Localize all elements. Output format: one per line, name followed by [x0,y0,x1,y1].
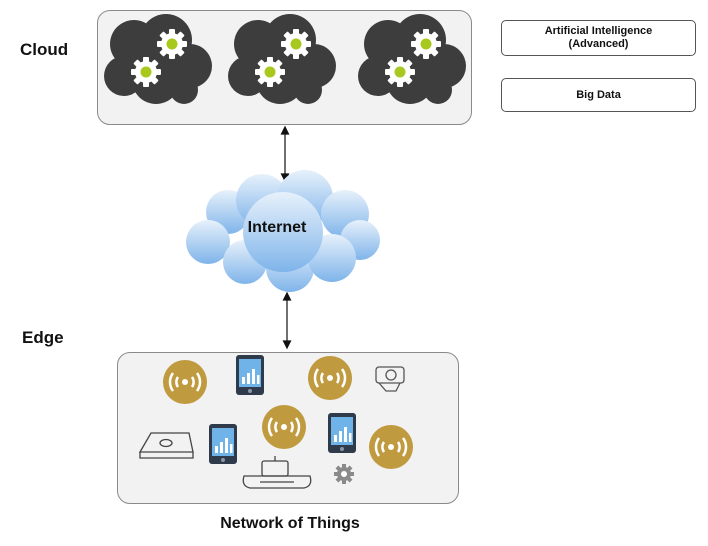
cloud-internet-connector [280,125,290,183]
big-data-box: Big Data [501,78,696,112]
smartphone-icon [328,413,356,453]
scanner-icon [138,432,194,459]
edge-tier-label: Edge [22,328,64,347]
internet-cloud-icon [186,170,380,292]
cloud-server-icon [104,14,212,104]
wireless-sensor-icon [161,358,209,406]
cloud-tier-label: Cloud [20,40,69,59]
internet-edge-connector [282,291,292,350]
wireless-sensor-icon [306,354,354,402]
smartphone-icon [236,355,264,395]
robot-vacuum-icon [242,456,312,489]
wireless-sensor-icon [260,403,308,451]
ai-capability-line1: Artificial Intelligence [544,25,653,37]
smartphone-icon [209,424,237,464]
camera-icon [375,366,405,392]
big-data-label: Big Data [576,88,621,101]
cloud-server-icon [358,14,466,104]
network-of-things-caption: Network of Things [220,515,360,532]
cloud-server-icon [228,14,336,104]
wireless-sensor-icon [367,423,415,471]
small-gear-icon [334,464,354,484]
ai-capability-box: Artificial Intelligence (Advanced) [501,20,696,56]
internet-label: Internet [247,219,307,236]
ai-capability-line2: (Advanced) [568,38,629,50]
